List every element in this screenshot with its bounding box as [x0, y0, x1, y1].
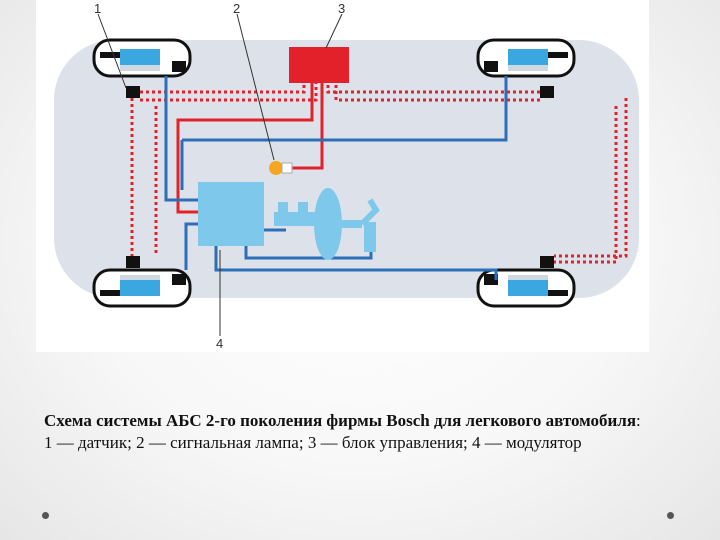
wheel-rear-right — [476, 268, 576, 308]
callout-1: 1 — [94, 1, 101, 16]
figure-caption: Схема системы АБС 2-го поколения фирмы B… — [44, 410, 684, 454]
warning-lamp — [269, 161, 293, 175]
line-front-left — [164, 76, 198, 202]
wire-front-left-2 — [140, 82, 318, 102]
sensor-wiring — [130, 82, 628, 264]
abs-diagram-svg: 1 2 3 4 — [54, 1, 639, 351]
wheel-front-left — [92, 38, 192, 78]
line-front-right — [182, 76, 508, 142]
caption-title-line: Схема системы АБС 2-го поколения фирмы B… — [44, 410, 684, 432]
wire-right-side — [554, 98, 628, 258]
wire-front-right-2 — [334, 82, 540, 102]
caption-colon: : — [636, 411, 641, 430]
callout-3: 3 — [338, 1, 345, 16]
caption-title: Схема системы АБС 2-го поколения фирмы B… — [44, 411, 637, 430]
wire-front-left — [140, 82, 306, 94]
caption-legend: 1 — датчик; 2 — сигнальная лампа; 3 — бл… — [44, 433, 582, 452]
hydraulic-lines — [164, 76, 508, 280]
sensor-rear-left — [126, 256, 140, 268]
sensor-front-right — [540, 86, 554, 98]
line-rear-right — [214, 246, 498, 280]
brake-booster — [274, 188, 380, 260]
callout-4: 4 — [216, 336, 223, 351]
sensor-rear-right — [540, 256, 554, 268]
line-rear-left — [184, 222, 198, 270]
footer-dot-right — [667, 512, 674, 519]
wheel-rear-left — [92, 268, 192, 308]
wire-right-side-2 — [554, 106, 618, 264]
hydraulic-modulator — [198, 182, 264, 246]
callout-2: 2 — [233, 1, 240, 16]
control-wiring — [176, 82, 324, 214]
wire-front-right — [326, 82, 540, 94]
wheel-front-right — [476, 38, 576, 78]
footer-dot-left — [42, 512, 49, 519]
control-unit — [289, 47, 349, 83]
abs-diagram: 1 2 3 4 — [36, 0, 649, 352]
callout-leaders — [97, 13, 343, 336]
sensor-front-left — [126, 86, 140, 98]
